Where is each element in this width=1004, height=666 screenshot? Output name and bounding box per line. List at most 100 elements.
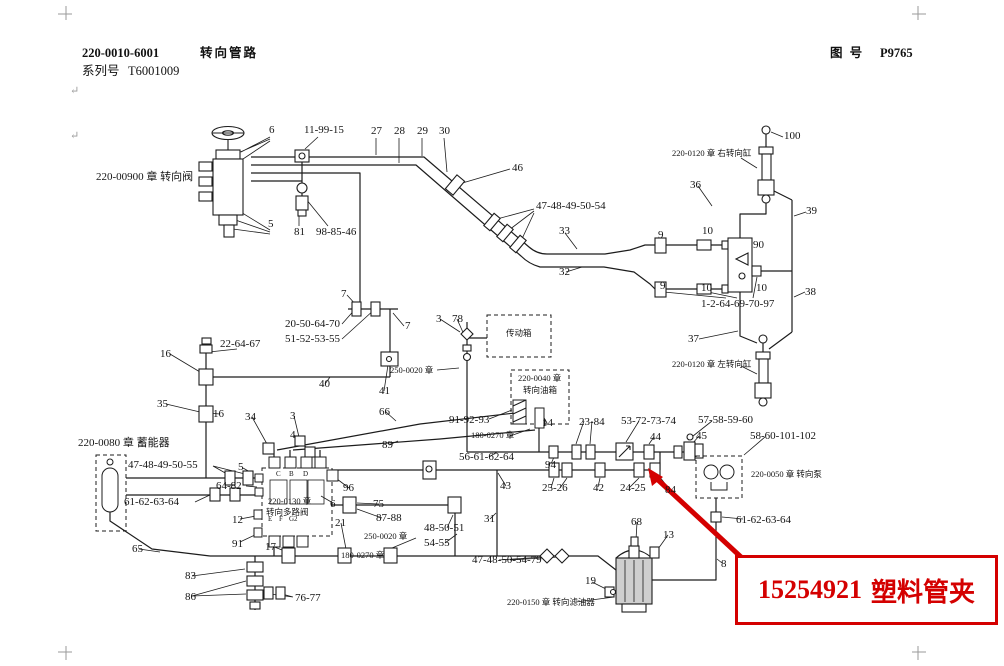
part-label: 5	[268, 218, 274, 230]
part-label: 6	[269, 124, 275, 136]
bottom-manifold	[246, 561, 286, 610]
part-label: 转向多路阀	[266, 507, 309, 517]
part-label: 27	[371, 125, 382, 137]
part-label: 25-26	[542, 482, 568, 494]
paragraph-mark: ↵	[70, 130, 80, 142]
part-label: E	[268, 515, 273, 523]
part-label: 86	[185, 591, 196, 603]
steering-multiport-valve	[253, 456, 339, 548]
part-label: 9	[658, 229, 664, 241]
part-label: 61-62-63-64	[124, 496, 179, 508]
part-label: C	[276, 470, 281, 478]
valve-fitting-column	[294, 149, 310, 217]
part-label: 180-0270 章	[341, 550, 385, 560]
part-label: 220-0150 章 转向滤油器	[507, 597, 595, 607]
doc-number: 220-0010-6001	[82, 46, 160, 60]
part-label: 75	[373, 498, 384, 510]
part-label: 96	[343, 482, 354, 494]
part-label: 56-61-62-64	[459, 451, 514, 463]
part-label: 48-50-51	[424, 522, 465, 534]
part-label: 180-0270 章	[471, 430, 515, 440]
part-label: 37	[688, 333, 699, 345]
cylinder-junction-block	[654, 237, 762, 298]
part-label: 68	[631, 516, 642, 528]
part-label: 47-48-49-50-54	[536, 200, 606, 212]
part-label: 220-0130 章	[268, 496, 312, 506]
part-label: 46	[512, 162, 523, 174]
annotation-part-number: 15254921	[757, 575, 862, 604]
part-label: 53-72-73-74	[621, 415, 676, 427]
part-label: 9	[660, 280, 666, 292]
right-steering-cylinder	[757, 125, 775, 204]
part-label: 16	[160, 348, 171, 360]
part-label: 41	[379, 385, 390, 397]
series-label: 系列号	[82, 64, 120, 78]
part-label: 3	[290, 410, 296, 422]
part-label: 22-64-67	[220, 338, 261, 350]
left-steering-cylinder	[754, 334, 772, 407]
part-label: 32	[559, 266, 570, 278]
figure-label: 图 号	[830, 46, 865, 60]
part-label: 21	[335, 517, 346, 529]
part-label: 220-0120 章 左转向缸	[672, 359, 752, 369]
leader-lines	[138, 131, 807, 603]
part-label: 250-0020 章	[390, 365, 434, 375]
part-label: 31	[484, 513, 495, 525]
part-label: 65	[132, 543, 143, 555]
part-label: 57-58-59-60	[698, 414, 753, 426]
part-label: 220-00900 章 转向阀	[96, 171, 194, 183]
part-label: 28	[394, 125, 405, 137]
steering-wheel-icon	[211, 125, 245, 150]
transmission-box	[486, 314, 552, 358]
part-label: G2	[289, 515, 298, 523]
part-label: 33	[559, 225, 570, 237]
part-label: F	[279, 515, 283, 523]
part-label: 76-77	[295, 592, 321, 604]
steering-oil-tank	[510, 369, 570, 429]
part-label: 42	[593, 482, 604, 494]
part-label: 66	[379, 406, 390, 418]
part-label: 220-0080 章 蓄能器	[78, 437, 170, 449]
part-label: 23-84	[579, 416, 605, 428]
annotation-part-name: 塑料管夹	[870, 577, 975, 607]
steering-valve	[198, 125, 245, 238]
part-label: 16	[213, 408, 224, 420]
part-label: 34	[245, 411, 256, 423]
part-label: 11-99-15	[304, 124, 344, 136]
part-label: 14	[542, 417, 553, 429]
part-label: 3	[436, 313, 442, 325]
figure-number: P9765	[880, 46, 913, 60]
part-label: 61-62-63-64	[736, 514, 791, 526]
page-title: 转向管路	[200, 46, 259, 60]
part-label: 19	[585, 575, 596, 587]
part-label: 17	[265, 541, 276, 553]
part-label: 30	[439, 125, 450, 137]
part-label: 84	[665, 484, 676, 496]
hose-union-fittings	[198, 174, 722, 564]
part-label: 10	[756, 282, 767, 294]
part-label: 220-0050 章 转向泵	[751, 469, 822, 479]
part-label: 54-55	[424, 537, 450, 549]
part-label: 100	[784, 130, 801, 142]
part-label: D	[303, 470, 309, 478]
part-label: 1-2-64-69-70-97	[701, 298, 775, 310]
part-label: 29	[417, 125, 428, 137]
part-label: 24-25	[620, 482, 646, 494]
series-number: T6001009	[128, 64, 180, 78]
annotation-box: 15254921 塑料管夹	[735, 555, 998, 625]
part-label: 8	[721, 558, 727, 570]
part-label: 91	[232, 538, 243, 550]
part-label: 36	[690, 179, 701, 191]
part-label: 81	[294, 226, 305, 238]
paragraph-mark: ↵	[70, 85, 80, 97]
part-label: 39	[806, 205, 817, 217]
part-label: 转向油箱	[523, 385, 558, 395]
part-label: 98-85-46	[316, 226, 357, 238]
part-label: 51-52-53-55	[285, 333, 340, 345]
part-label: 58-60-101-102	[750, 430, 816, 442]
part-label: 12	[232, 514, 243, 526]
oil-filter	[604, 536, 660, 613]
part-label: 35	[157, 398, 168, 410]
